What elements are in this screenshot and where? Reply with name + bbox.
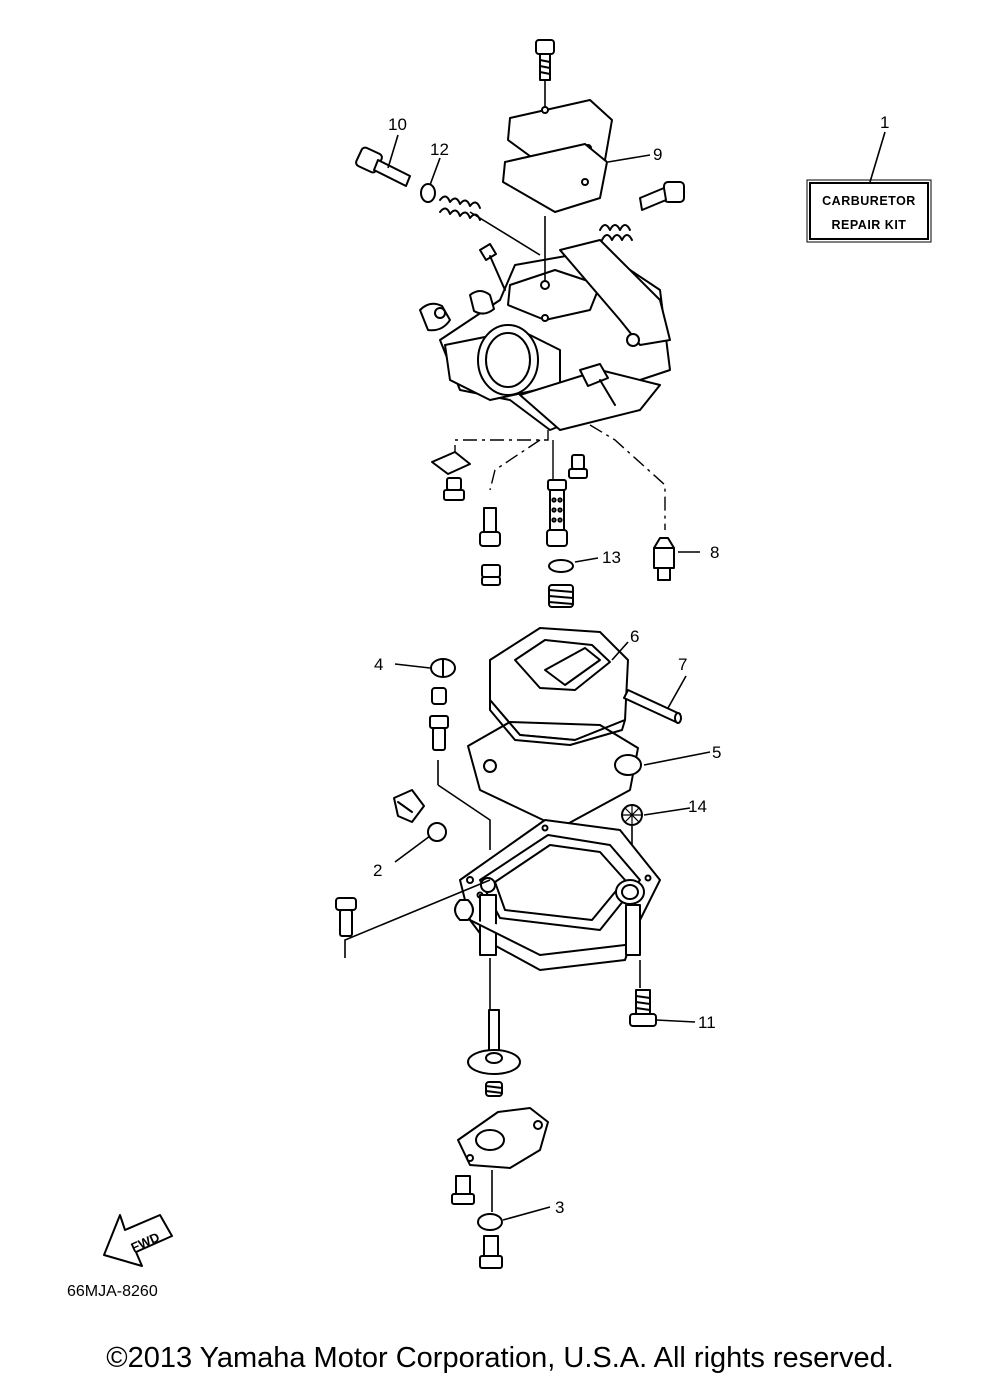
callout-6: 6 <box>630 627 639 646</box>
repair-kit-label-line1: CARBURETOR <box>822 194 916 208</box>
fuel-filter <box>621 804 643 826</box>
pilot-jet-plug <box>481 564 501 586</box>
needle-valve <box>653 537 675 581</box>
bowl-plug <box>335 897 357 937</box>
copyright-notice: ©2013 Yamaha Motor Corporation, U.S.A. A… <box>106 1342 894 1374</box>
needle-body <box>429 687 449 751</box>
float-pin <box>623 689 682 724</box>
plug-guide-line <box>344 879 491 958</box>
jet-cover-plate <box>431 451 471 475</box>
callout-13: 13 <box>602 548 621 567</box>
top-cover-screw <box>535 39 555 81</box>
callout-11: 11 <box>698 1013 716 1032</box>
pump-spring <box>485 1081 503 1097</box>
diagram-code: 66MJA-8260 <box>67 1283 158 1300</box>
drain-screw-left <box>443 477 465 501</box>
callout-8: 8 <box>710 543 719 562</box>
pilot-jet <box>479 507 501 547</box>
callout-3: 3 <box>555 1198 564 1217</box>
main-nozzle <box>546 479 568 547</box>
throttle-stop-screw <box>639 181 685 211</box>
choke-plunger <box>393 789 425 823</box>
pump-diaphragm <box>467 1049 521 1075</box>
callout-2: 2 <box>373 861 382 880</box>
callout-12: 12 <box>430 140 449 159</box>
repair-kit-label-line2: REPAIR KIT <box>832 218 907 232</box>
pump-cover-screw-upper <box>451 1175 475 1205</box>
needle-guide-line-2 <box>437 784 491 850</box>
repair-kit-box: CARBURETOR REPAIR KIT <box>806 179 932 243</box>
float-bowl <box>454 819 661 971</box>
callout-7: 7 <box>678 655 687 674</box>
o-ring-small <box>420 183 436 203</box>
callout-9: 9 <box>653 145 662 164</box>
callout-4: 4 <box>374 655 383 674</box>
washer-3 <box>477 1213 503 1231</box>
float <box>489 627 629 746</box>
bowl-screw <box>629 989 657 1027</box>
callout-14: 14 <box>688 797 707 816</box>
drain-screw-mid <box>568 454 588 479</box>
callout-leader-lines <box>387 131 886 1221</box>
float-chamber-gasket <box>467 721 642 829</box>
pilot-spring <box>439 195 481 221</box>
throttle-stop-spring <box>599 224 633 241</box>
pump-cover <box>457 1107 549 1169</box>
callout-5: 5 <box>712 743 721 762</box>
carburetor-body <box>419 239 671 431</box>
pilot-screw <box>355 146 411 187</box>
jet-spring <box>548 584 574 608</box>
spring-guide-line <box>469 211 541 256</box>
fwd-arrow-icon: FWD <box>103 1214 173 1267</box>
body-guide-lines <box>454 424 666 530</box>
gasket-2 <box>427 822 447 842</box>
callout-10: 10 <box>388 115 407 134</box>
o-ring-13 <box>548 559 574 573</box>
callout-1: 1 <box>880 113 889 132</box>
cover-gasket <box>502 143 608 213</box>
needle-clip <box>430 658 456 678</box>
pump-cover-screw-lower <box>479 1235 503 1269</box>
